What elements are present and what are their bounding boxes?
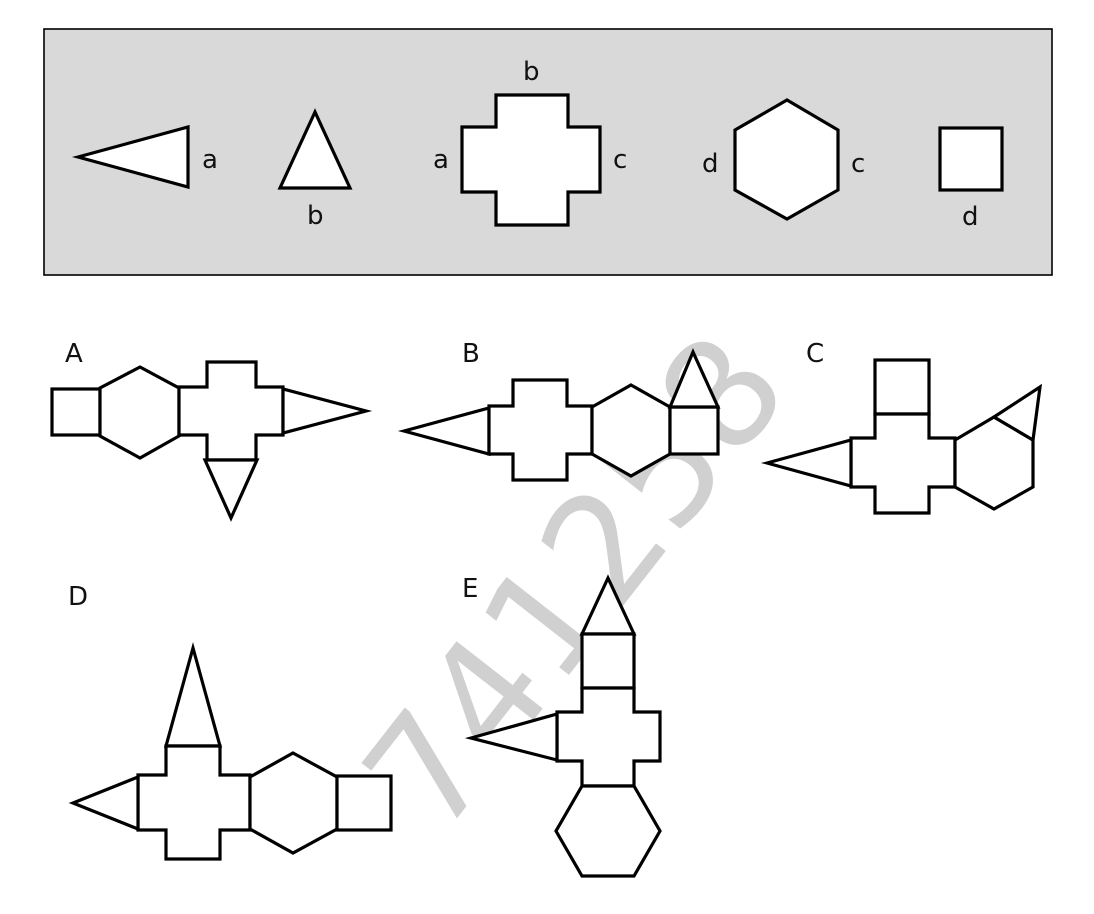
option-c-left-triangle <box>760 437 853 489</box>
option-a-hexagon <box>98 365 181 460</box>
option-d-top-triangle <box>163 641 223 748</box>
legend-hexagon <box>733 98 840 221</box>
option-b-label: B <box>462 339 480 369</box>
option-b-top-triangle <box>667 347 721 409</box>
option-b[interactable]: B <box>397 339 721 482</box>
option-a-label: A <box>65 339 83 369</box>
option-a-right-triangle <box>281 386 373 436</box>
legend-label-tri-b: b <box>307 201 324 231</box>
option-a[interactable]: A <box>50 339 373 522</box>
option-a-bottom-triangle <box>202 458 260 522</box>
legend-panel: a b b a c d c d <box>43 28 1053 276</box>
option-d-cross <box>136 744 252 861</box>
watermark-text: 741258 <box>331 304 821 862</box>
option-b-hexagon <box>590 383 672 478</box>
legend-label-cross-top: b <box>523 57 540 87</box>
legend-cross <box>460 93 602 227</box>
legend-equilateral-triangle <box>277 108 353 190</box>
option-e-left-triangle <box>464 711 559 763</box>
legend-square <box>938 126 1004 192</box>
legend-label-square-bottom: d <box>962 202 979 232</box>
watermark: 741258 <box>331 304 821 862</box>
legend-label-tri-a: a <box>202 145 218 175</box>
option-e[interactable]: E <box>462 574 662 878</box>
option-e-hexagon <box>554 784 662 878</box>
option-a-cross <box>177 360 285 462</box>
option-b-left-triangle <box>397 405 491 457</box>
option-c-cross <box>849 412 957 515</box>
legend-label-hex-left: d <box>702 149 719 179</box>
legend-label-cross-right: c <box>613 145 627 175</box>
option-a-square <box>50 387 102 437</box>
option-d[interactable]: D <box>68 582 393 861</box>
option-d-label: D <box>68 582 88 612</box>
option-b-cross <box>487 378 594 482</box>
option-c[interactable]: C <box>760 339 1043 515</box>
legend-label-cross-left: a <box>433 145 449 175</box>
option-c-label: C <box>806 339 824 369</box>
option-c-corner-triangle <box>990 383 1043 443</box>
legend-narrow-triangle <box>71 124 190 190</box>
option-d-square <box>335 774 393 832</box>
option-e-square <box>580 632 636 690</box>
option-d-left-triangle <box>68 774 140 832</box>
option-b-square <box>668 405 720 456</box>
legend-label-hex-right: c <box>851 149 865 179</box>
option-d-hexagon <box>248 751 339 855</box>
option-e-label: E <box>462 574 478 604</box>
option-c-square <box>873 358 931 416</box>
